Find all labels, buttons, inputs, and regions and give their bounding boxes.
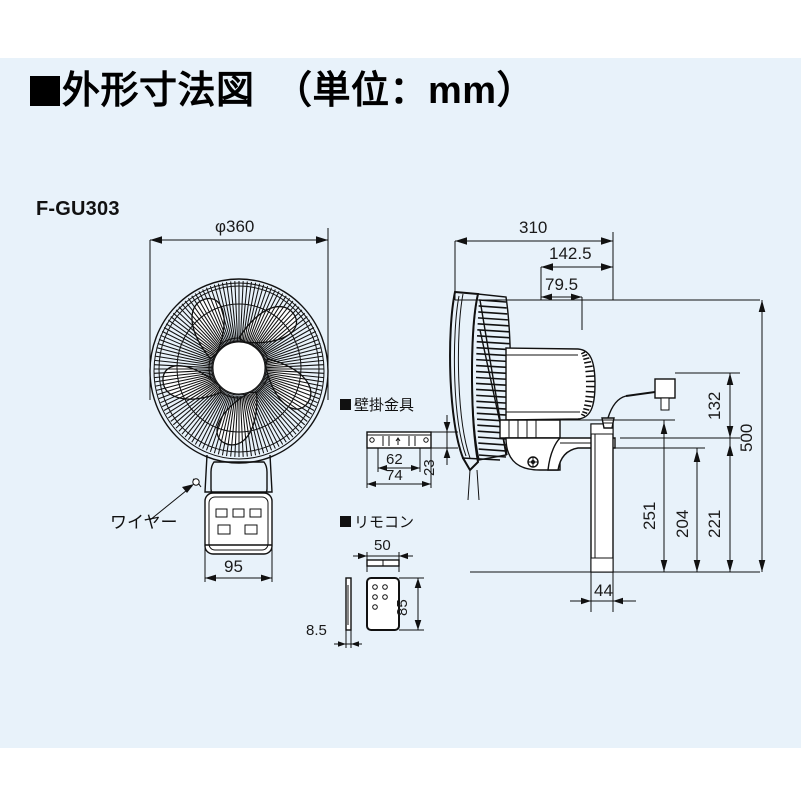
power-cord-and-plug — [601, 378, 676, 429]
front-base-width-dimension — [204, 546, 273, 582]
remote-thickness-text: 8.5 — [306, 622, 327, 639]
plug-body — [654, 378, 676, 399]
wire-attachment-point — [192, 478, 202, 488]
side-height-c-text: 221 — [705, 510, 724, 538]
side-height-total-text: 500 — [737, 424, 756, 452]
page-title: 外形寸法図 （単位：mm） — [30, 72, 535, 110]
bracket-inner-width-text: 62 — [386, 451, 403, 468]
side-view-fan-head — [449, 290, 512, 472]
side-height-c-dimension — [726, 438, 734, 572]
front-base-width-text: 95 — [224, 557, 243, 576]
side-depth-small-text: 79.5 — [545, 275, 578, 294]
model-number-label: F-GU303 — [36, 198, 120, 220]
side-depth-small-dimension — [541, 293, 583, 330]
side-height-cord-text: 132 — [705, 392, 724, 420]
remote-group: リモコン 50 — [306, 514, 424, 648]
side-height-a-text: 251 — [640, 502, 659, 530]
bracket-outer-width-text: 74 — [386, 467, 403, 484]
bracket-inner-width-dimension — [377, 448, 421, 472]
bracket-height-dimension — [431, 415, 458, 465]
fan-grille-radial-lines — [154, 281, 324, 457]
front-view-stand — [204, 454, 273, 555]
remote-bullet-square-icon — [340, 516, 351, 527]
side-view-guard-stub — [467, 469, 480, 501]
side-depth-total-text: 310 — [519, 218, 547, 237]
side-height-b-text: 204 — [673, 510, 692, 538]
page-title-text: 外形寸法図 （単位：mm） — [62, 70, 536, 112]
bullet-square-icon — [30, 76, 60, 106]
side-depth-total-dimension — [454, 232, 614, 300]
side-height-cord-dimension — [620, 372, 740, 439]
side-view-motor-housing — [505, 347, 596, 421]
side-plate-width-dimension — [570, 572, 636, 612]
bracket-height-text: 23 — [421, 459, 438, 476]
bracket-outer-width-dimension — [366, 448, 432, 488]
side-view-group: 310 142.5 79.5 — [449, 218, 766, 612]
front-diameter-text: φ360 — [215, 217, 254, 236]
wire-callout-label: ワイヤー — [110, 513, 178, 532]
side-height-total-dimension — [758, 300, 766, 572]
remote-title: リモコン — [354, 514, 414, 531]
side-view-pivot — [499, 419, 561, 471]
side-depth-mid-text: 142.5 — [549, 244, 592, 263]
remote-width-text: 50 — [374, 537, 391, 554]
remote-height-dimension — [399, 577, 424, 631]
plug-prong — [660, 397, 670, 411]
wall-bracket-group: 壁掛金具 62 — [340, 397, 458, 488]
side-depth-mid-dimension — [540, 263, 613, 300]
side-plate-width-text: 44 — [594, 581, 613, 600]
bracket-bullet-square-icon — [340, 399, 351, 410]
side-height-a-dimension — [545, 419, 675, 572]
remote-front-face — [366, 577, 400, 631]
wall-bracket-title: 壁掛金具 — [354, 397, 414, 414]
side-view-wall-plate — [590, 423, 614, 573]
front-view-group: φ360 — [110, 217, 329, 582]
remote-width-dimension — [353, 552, 413, 572]
wire-callout-leader — [149, 484, 194, 521]
side-height-b-dimension — [615, 447, 705, 572]
remote-thickness-dimension — [334, 630, 362, 648]
remote-height-text: 85 — [394, 599, 411, 616]
